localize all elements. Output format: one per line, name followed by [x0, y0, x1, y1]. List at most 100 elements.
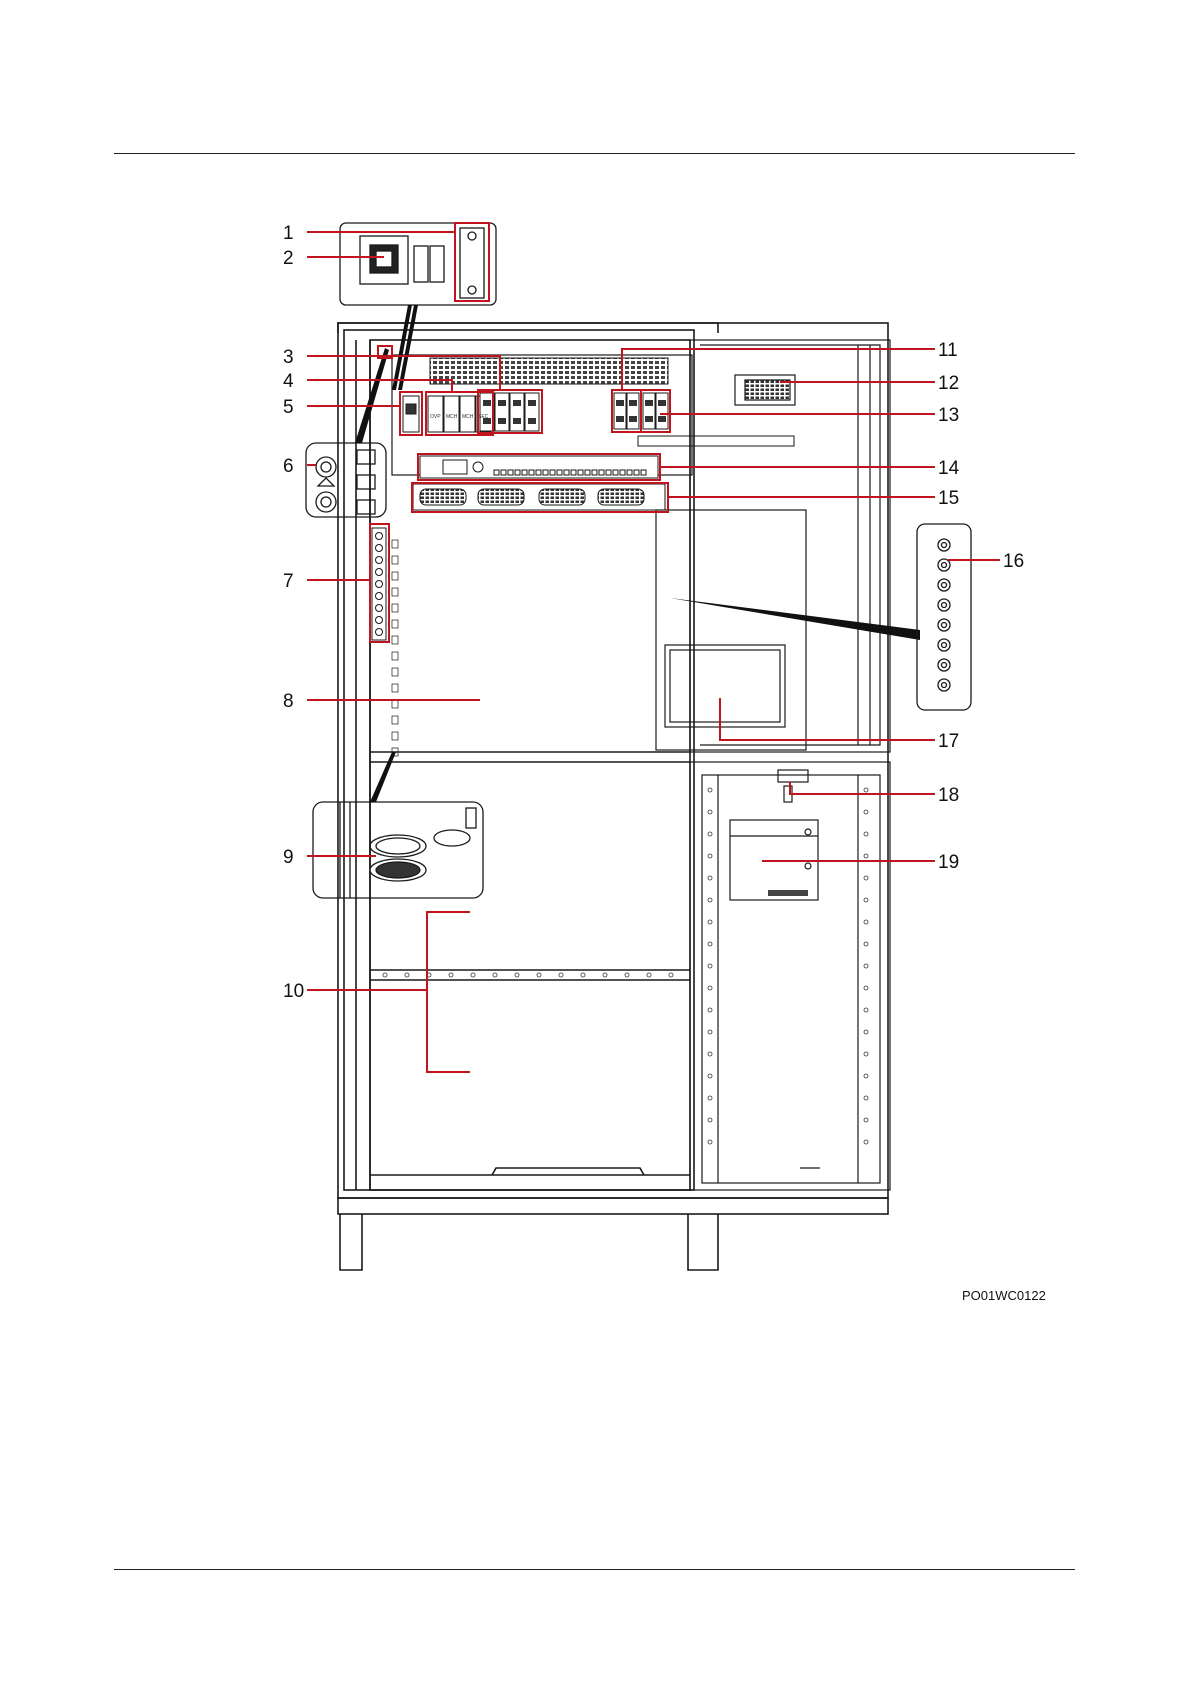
- door-hole: [708, 920, 712, 924]
- inset-buttons: [306, 348, 389, 517]
- callout-19: 19: [938, 852, 959, 873]
- breaker-label-2: MCH: [446, 414, 458, 420]
- fan-trays: [413, 484, 665, 510]
- terminal-screw: [376, 557, 383, 564]
- top-vent: [430, 358, 668, 384]
- control-unit-port: [627, 470, 632, 475]
- door-hole: [708, 876, 712, 880]
- control-unit-port: [508, 470, 513, 475]
- door-hole: [708, 1030, 712, 1034]
- shelf-hole: [383, 973, 387, 977]
- control-unit-port: [564, 470, 569, 475]
- door-hole: [708, 964, 712, 968]
- control-unit-port: [529, 470, 534, 475]
- door-hole: [864, 986, 868, 990]
- control-unit-port: [550, 470, 555, 475]
- shelf-hole: [493, 973, 497, 977]
- shelf-hole: [515, 973, 519, 977]
- door-hole: [708, 1074, 712, 1078]
- figure-code: PO01WC0122: [962, 1288, 1046, 1303]
- door-hole: [864, 1074, 868, 1078]
- terminal-screw: [376, 581, 383, 588]
- control-unit-port: [494, 470, 499, 475]
- control-unit-port: [620, 470, 625, 475]
- breaker-label-4: SEC: [478, 414, 489, 420]
- terminal-screw: [376, 569, 383, 576]
- shelf-hole: [405, 973, 409, 977]
- control-unit-port: [543, 470, 548, 475]
- shelf-hole: [581, 973, 585, 977]
- rail-hole: [392, 652, 398, 660]
- callout-9: 9: [283, 847, 294, 868]
- ground-bolt-center: [942, 543, 947, 548]
- inset-ground-bar: [917, 524, 971, 710]
- ground-bolt: [938, 539, 950, 551]
- rail-hole: [392, 716, 398, 724]
- door-hole: [864, 832, 868, 836]
- shelf-hole: [449, 973, 453, 977]
- control-unit-port: [501, 470, 506, 475]
- terminal-screw: [376, 629, 383, 636]
- ground-bolt: [938, 639, 950, 651]
- door-hole: [864, 920, 868, 924]
- door-hole: [864, 810, 868, 814]
- door-hole: [708, 832, 712, 836]
- ground-bolt-center: [942, 583, 947, 588]
- callout-11: 11: [938, 340, 958, 361]
- control-unit-port: [641, 470, 646, 475]
- ground-bolt: [938, 679, 950, 691]
- control-unit-port: [613, 470, 618, 475]
- ground-bolt: [938, 599, 950, 611]
- ground-bolt-center: [942, 683, 947, 688]
- callout-3: 3: [283, 347, 294, 368]
- callout-2: 2: [283, 248, 294, 269]
- rail-hole: [392, 540, 398, 548]
- terminal-screw: [376, 605, 383, 612]
- shelf-hole: [559, 973, 563, 977]
- breaker-label-1: OVP: [430, 414, 441, 420]
- terminal-strip: [372, 528, 386, 640]
- shelf-hole: [471, 973, 475, 977]
- door-hole: [864, 1030, 868, 1034]
- door-hole: [708, 986, 712, 990]
- door-hole: [864, 942, 868, 946]
- door-hole: [864, 1096, 868, 1100]
- control-unit-port: [571, 470, 576, 475]
- callout-17: 17: [938, 731, 959, 752]
- door-hole: [708, 854, 712, 858]
- control-unit-port: [592, 470, 597, 475]
- ground-bolt-center: [942, 643, 947, 648]
- door-hole: [864, 898, 868, 902]
- ground-bolt-center: [942, 603, 947, 608]
- rail-hole: [392, 556, 398, 564]
- shelf-hole: [647, 973, 651, 977]
- ground-bolt-center: [942, 623, 947, 628]
- door-hole: [864, 854, 868, 858]
- terminal-screw: [376, 593, 383, 600]
- door-hole: [864, 788, 868, 792]
- door-hole: [708, 1140, 712, 1144]
- control-unit-port: [585, 470, 590, 475]
- callout-13: 13: [938, 405, 959, 426]
- rail-hole: [392, 668, 398, 676]
- control-unit-port: [557, 470, 562, 475]
- rail-hole: [392, 620, 398, 628]
- rail-hole: [392, 572, 398, 580]
- ground-bolt-center: [942, 663, 947, 668]
- control-unit-port: [536, 470, 541, 475]
- callout-16: 16: [1003, 551, 1024, 572]
- callout-10: 10: [283, 981, 304, 1002]
- callout-6: 6: [283, 456, 294, 477]
- upper-right-door: [656, 340, 920, 752]
- breaker-row: [403, 393, 539, 432]
- callout-18: 18: [938, 785, 959, 806]
- rail-hole: [392, 588, 398, 596]
- ground-bolt-center: [942, 563, 947, 568]
- lower-right-door: [690, 762, 890, 1190]
- door-hole: [708, 942, 712, 946]
- shelf-hole: [537, 973, 541, 977]
- control-unit-port: [515, 470, 520, 475]
- control-unit-port: [599, 470, 604, 475]
- door-hole: [708, 788, 712, 792]
